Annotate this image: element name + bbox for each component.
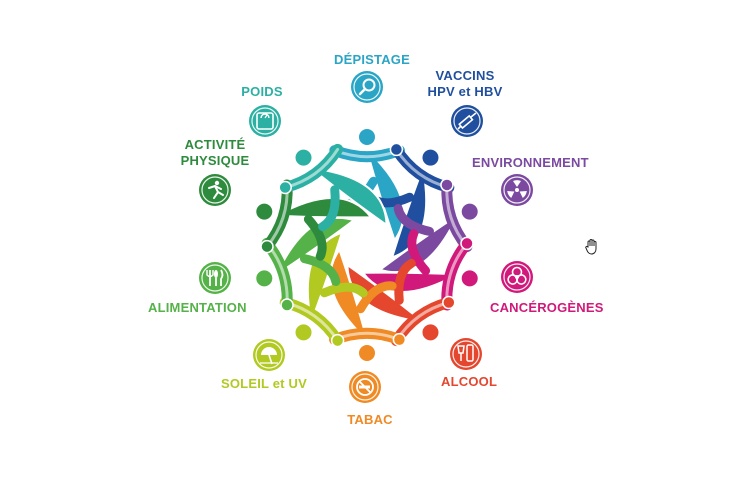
figure-hand (330, 333, 345, 348)
beach-umbrella-icon (253, 339, 285, 371)
figure-head (293, 147, 314, 168)
figure-hand (389, 142, 404, 157)
figure-poids (278, 143, 388, 232)
cutlery-icon (199, 262, 231, 294)
label-vaccins-line-1: VACCINS (435, 68, 495, 83)
figure-hand (442, 295, 456, 310)
figure-legs (299, 254, 341, 287)
figure-head (293, 322, 314, 343)
label-alcool: ALCOOL (441, 374, 497, 390)
label-poids: POIDS (232, 84, 292, 100)
figures-ring (254, 127, 480, 363)
biohazard-icon (501, 261, 533, 293)
icon-badges (199, 71, 533, 403)
label-depistage-line-1: DÉPISTAGE (334, 52, 410, 67)
hand-cursor-icon (585, 239, 597, 255)
figure-body (274, 216, 357, 278)
label-tabac-line-1: TABAC (347, 412, 393, 427)
figure-hand (278, 180, 292, 195)
syringe-icon (451, 105, 483, 137)
figure-hand (460, 236, 474, 251)
figure-head (420, 147, 441, 168)
figure-legs (319, 282, 368, 298)
label-activite-line-1: ACTIVITÉ (184, 137, 246, 152)
figure-legs (303, 214, 327, 261)
figure-head (459, 268, 480, 289)
figure-head (254, 201, 275, 222)
label-environnement-line-1: ENVIRONNEMENT (472, 155, 589, 170)
label-alcool-line-1: ALCOOL (441, 374, 498, 389)
label-tabac: TABAC (330, 412, 410, 428)
figure-legs (394, 258, 416, 305)
figure-body (273, 197, 373, 219)
figure-body (307, 166, 388, 227)
label-alimentation: ALIMENTATION (148, 300, 247, 316)
label-environnement: ENVIRONNEMENT (472, 155, 589, 171)
label-soleil: SOLEIL et UV (221, 376, 307, 392)
figure-body (365, 146, 405, 243)
label-vaccins: VACCINS HPV et HBV (420, 68, 510, 100)
label-activite: ACTIVITÉ PHYSIQUE (170, 137, 260, 169)
running-person-icon (199, 174, 231, 206)
figure-legs (393, 203, 435, 236)
figure-head (420, 322, 441, 343)
figure-legs (356, 281, 397, 314)
magnifier-icon (351, 71, 383, 103)
figure-legs (318, 185, 340, 232)
label-alimentation-line-1: ALIMENTATION (148, 300, 247, 315)
figure-body (377, 212, 460, 274)
label-poids-line-1: POIDS (241, 84, 283, 99)
figure-body (329, 247, 369, 344)
label-cancerogenes-line-1: CANCÉROGÈNES (490, 300, 604, 315)
figure-hand (280, 298, 294, 312)
no-smoking-icon (349, 371, 381, 403)
figure-head (459, 201, 480, 222)
label-vaccins-line-2: HPV et HBV (427, 84, 503, 99)
label-cancerogenes: CANCÉROGÈNES (490, 300, 604, 316)
figure-hand (440, 178, 454, 192)
figure-head (357, 343, 377, 363)
ring-center (353, 231, 381, 259)
label-depistage: DÉPISTAGE (322, 52, 422, 68)
figure-legs (407, 229, 431, 276)
figure-head (254, 268, 275, 289)
radiation-icon (501, 174, 533, 206)
figure-body (346, 263, 427, 324)
figure-head (357, 127, 377, 147)
wine-glass-icon (450, 338, 482, 370)
figure-hand (392, 332, 407, 347)
label-soleil-line-1: SOLEIL et UV (221, 376, 307, 391)
label-activite-line-2: PHYSIQUE (180, 153, 250, 168)
scale-icon (249, 105, 281, 137)
figure-hand (260, 239, 274, 254)
